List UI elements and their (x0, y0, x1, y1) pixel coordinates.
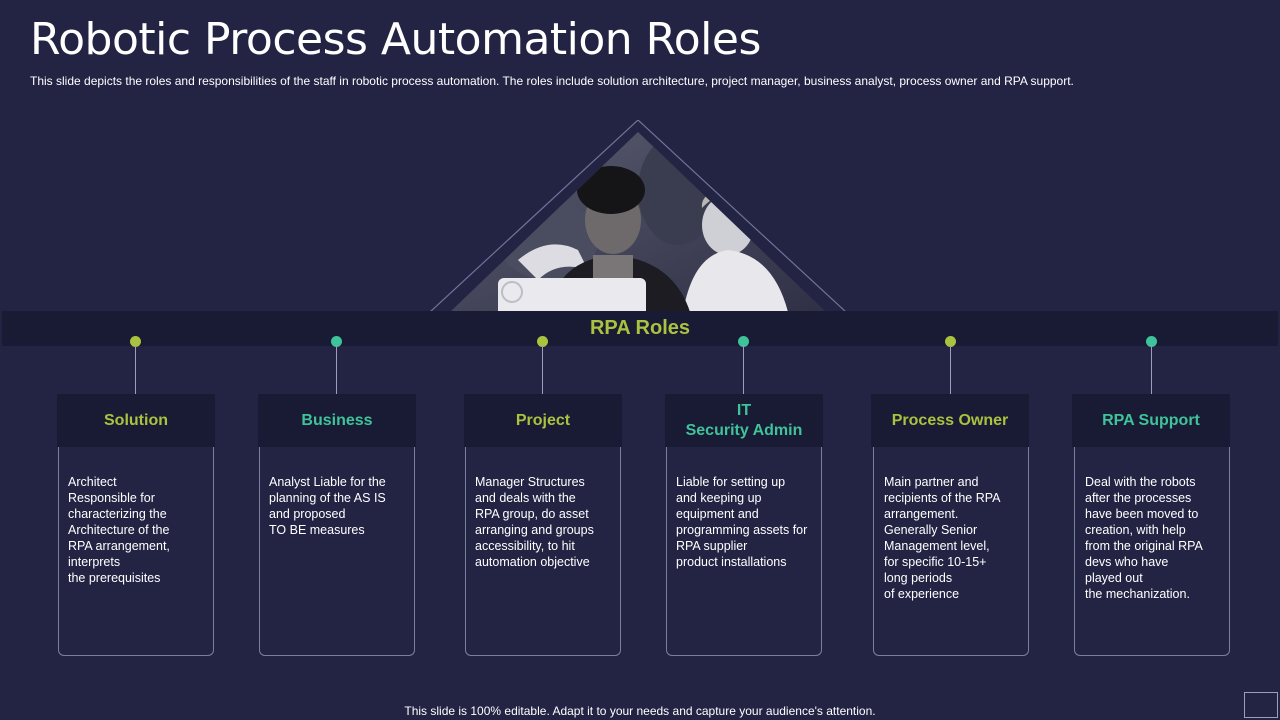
role-description: Manager Structures and deals with the RP… (475, 475, 594, 569)
rpa-roles-label: RPA Roles (589, 317, 691, 339)
connector-line (542, 346, 543, 394)
role-card (58, 446, 214, 656)
role-dot (738, 336, 749, 347)
team-photo (428, 120, 848, 312)
role-description: Architect Responsible for characterizing… (68, 475, 170, 585)
connector-line (743, 346, 744, 394)
role-description: Deal with the robots after the processes… (1085, 475, 1203, 601)
role-card (1074, 446, 1230, 656)
connector-line (1151, 346, 1152, 394)
role-title: Process Owner (871, 394, 1029, 447)
role-card (666, 446, 822, 656)
role-title: RPA Support (1072, 394, 1230, 447)
connector-line (950, 346, 951, 394)
role-card (259, 446, 415, 656)
role-description: Liable for setting up and keeping up equ… (676, 475, 808, 569)
slide-corner-box (1244, 692, 1278, 718)
role-dot (537, 336, 548, 347)
role-title: Solution (57, 394, 215, 447)
role-card (465, 446, 621, 656)
role-description: Analyst Liable for the planning of the A… (269, 475, 386, 537)
role-title: Business (258, 394, 416, 447)
role-dot (331, 336, 342, 347)
page-title: Robotic Process Automation Roles (30, 14, 761, 65)
connector-line (336, 346, 337, 394)
role-title: Project (464, 394, 622, 447)
connector-line (135, 346, 136, 394)
page-subtitle: This slide depicts the roles and respons… (30, 74, 1074, 88)
role-title: IT Security Admin (665, 394, 823, 447)
role-card (873, 446, 1029, 656)
role-dot (130, 336, 141, 347)
role-dot (1146, 336, 1157, 347)
role-dot (945, 336, 956, 347)
rpa-roles-bar: RPA Roles (2, 311, 1278, 346)
footer-note: This slide is 100% editable. Adapt it to… (404, 704, 876, 718)
role-description: Main partner and recipients of the RPA a… (884, 475, 1001, 601)
